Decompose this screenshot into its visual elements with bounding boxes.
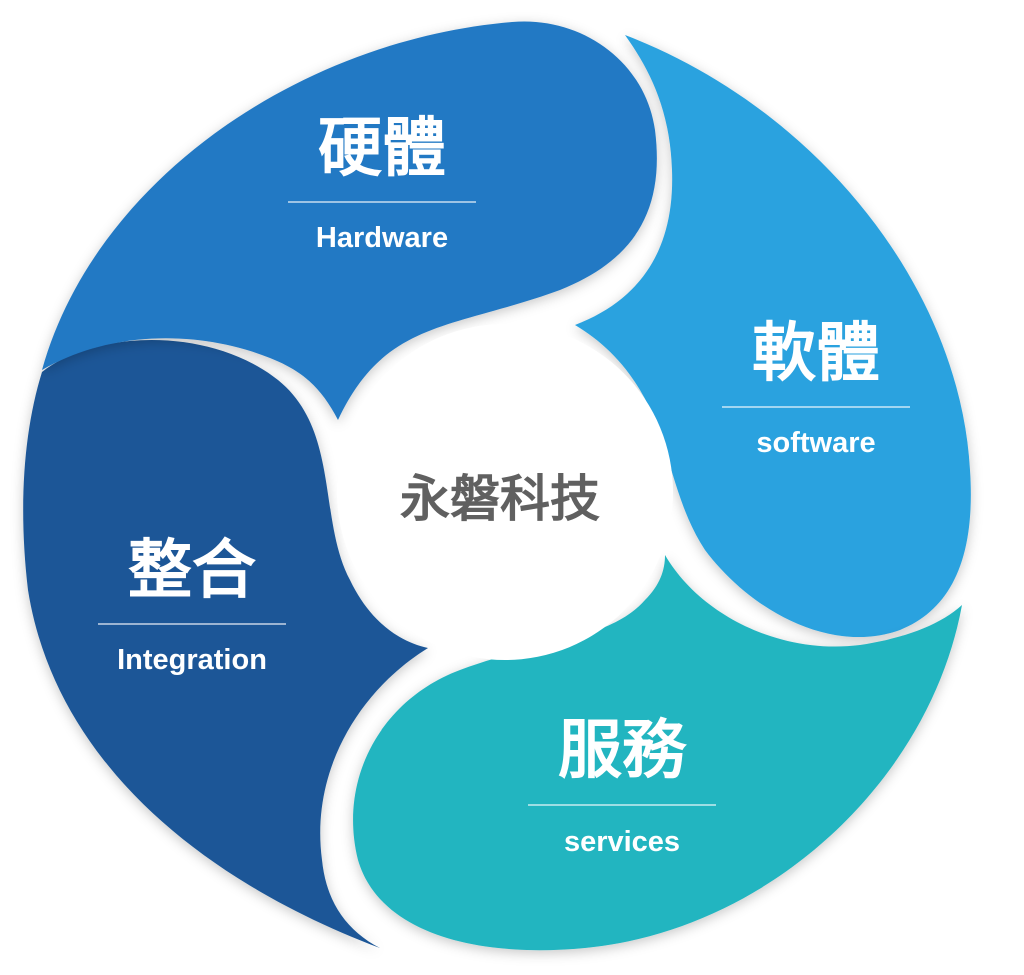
hardware-subtitle: Hardware (316, 222, 448, 254)
integration-title: 整合 (128, 534, 256, 608)
segment-software (575, 35, 971, 638)
hardware-title: 硬體 (318, 112, 446, 186)
segment-integration (23, 339, 429, 948)
software-subtitle: software (756, 427, 875, 459)
integration-subtitle: Integration (117, 644, 267, 676)
center-hub (337, 324, 673, 660)
segment-software-shape (575, 35, 971, 638)
segment-services (353, 555, 962, 951)
segment-integration-shape (23, 339, 429, 948)
segment-hardware (42, 21, 657, 420)
software-title: 軟體 (752, 317, 880, 391)
services-subtitle: services (564, 826, 680, 858)
segment-hardware-shape (42, 21, 657, 420)
segment-services-shape (353, 555, 962, 951)
center-label: 永磐科技 (400, 470, 600, 528)
services-title: 服務 (558, 714, 687, 788)
